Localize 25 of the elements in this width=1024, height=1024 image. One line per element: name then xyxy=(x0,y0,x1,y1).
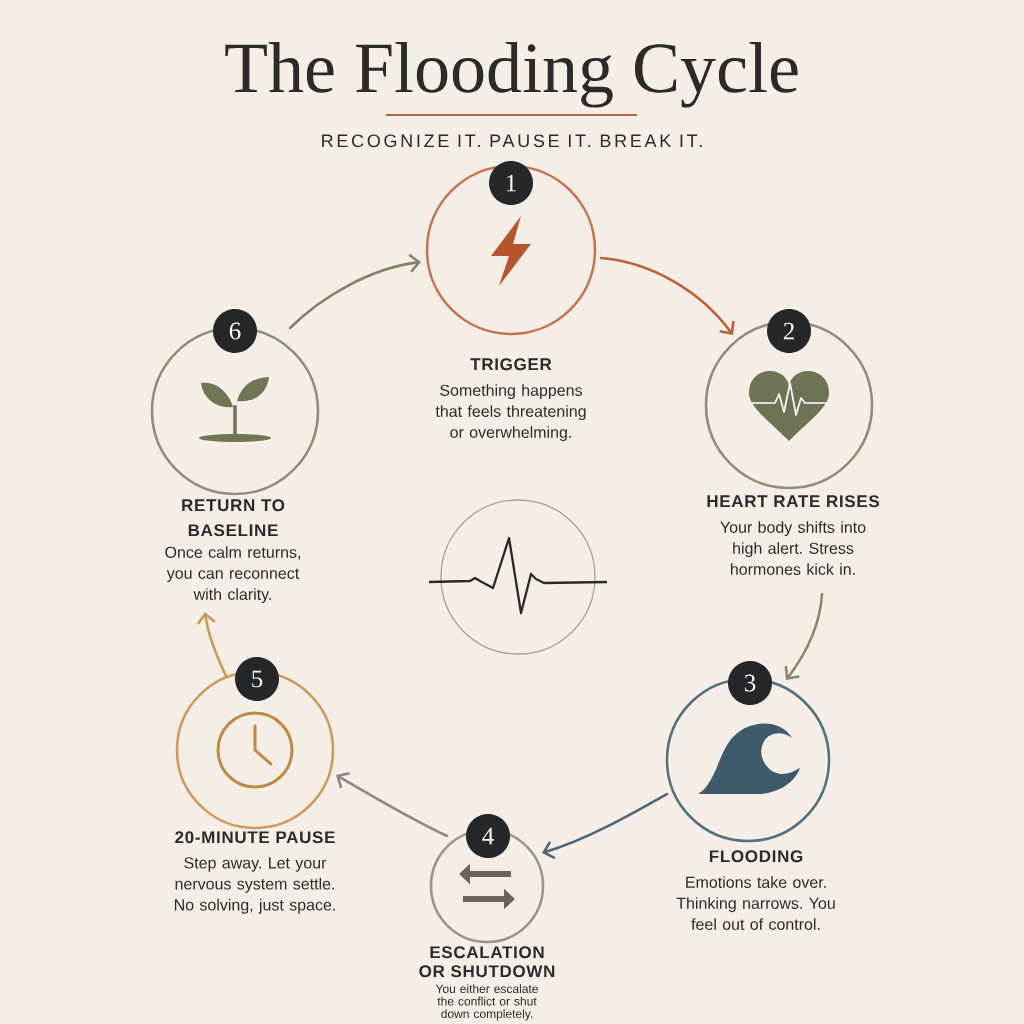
arrow xyxy=(784,592,824,680)
step-heading: FLOODING xyxy=(709,850,803,863)
step-heading: RETURN TO BASELINE xyxy=(182,499,285,537)
number-badge: 3 xyxy=(728,661,772,705)
arrow xyxy=(542,792,669,860)
arrow xyxy=(288,253,421,330)
arrow xyxy=(196,612,228,678)
arrow xyxy=(599,256,735,335)
step-description: Once calm returns, you can reconnect with clarity. xyxy=(165,546,300,604)
step-description: Emotions take over. Thinking narrows. You feel out of control. xyxy=(676,876,835,930)
step-description: Something happens that feels threatening or overwhelming. xyxy=(435,384,586,442)
title: The Flooding Cycle xyxy=(225,42,798,108)
step-heading: TRIGGER xyxy=(470,358,552,371)
number-badge: 5 xyxy=(235,657,279,701)
step-description: Step away. Let your nervous system settle. No solving, just space. xyxy=(174,857,335,914)
step-heading: 20-MINUTE PAUSE xyxy=(175,831,335,844)
number-badge: 6 xyxy=(213,309,257,353)
number-badge: 1 xyxy=(489,161,533,205)
number-badge: 2 xyxy=(767,309,811,353)
step-heading: HEART RATE RISES xyxy=(707,495,880,508)
step-description: Your body shifts into high alert. Stress hormones kick in. xyxy=(720,521,866,575)
number-badge: 4 xyxy=(466,814,510,858)
arrow xyxy=(336,771,449,838)
step-heading: ESCALATION OR SHUTDOWN xyxy=(419,946,555,978)
step-description: You either escalate the conflict or shut down completely. xyxy=(435,984,538,1021)
